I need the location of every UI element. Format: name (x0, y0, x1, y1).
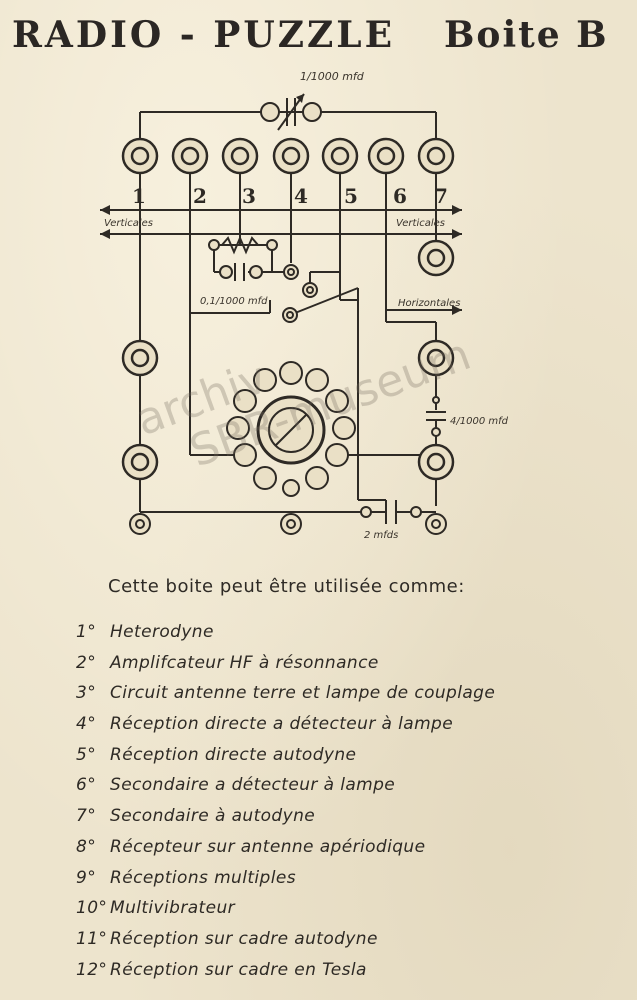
list-item-text: Réception directe autodyne (110, 744, 357, 765)
terminal-number-6: 6 (393, 184, 407, 208)
verticales-right-label: Verticales (396, 218, 445, 229)
capacitor-top-label: 1/1000 mfd (300, 70, 365, 83)
capacitor-mid-label: 0,1/1000 mfd (200, 296, 268, 307)
list-item-text: Secondaire a détecteur à lampe (110, 775, 396, 796)
list-item-number: 1° (76, 622, 97, 642)
list-item-number: 10° (76, 898, 108, 919)
terminal-number-5: 5 (344, 184, 358, 208)
uses-list: 1° Heterodyne 2° Amplifcateur HF à résonna… (76, 622, 495, 990)
terminal-number-7: 7 (434, 184, 448, 208)
list-item-text: Multivibrateur (110, 898, 236, 919)
list-item: 4° Réception directe a détecteur à lampe (76, 714, 495, 745)
list-item-number: 9° (76, 867, 97, 888)
variable-capacitor-icon (260, 93, 322, 131)
box-label: Boite B (444, 14, 609, 56)
list-item-text: Réception sur cadre autodyne (110, 928, 378, 949)
list-item-number: 4° (76, 714, 97, 735)
list-item-number: 3° (76, 683, 97, 704)
list-item: 8° Récepteur sur antenne apériodique (76, 837, 495, 868)
list-item-text: Réception sur cadre en Tesla (110, 959, 367, 980)
list-item-text: Circuit antenne terre et lampe de coupla… (110, 683, 496, 704)
horizontales-label: Horizontales (398, 298, 460, 309)
list-item: 2° Amplifcateur HF à résonnance (76, 653, 495, 684)
list-item-number: 2° (76, 652, 97, 673)
terminal-number-3: 3 (242, 184, 256, 208)
list-item: 10°Multivibrateur (76, 898, 495, 929)
circuit-diagram: 1 2 3 4 5 6 7 1/1000 mfd Verticales Vert… (100, 70, 509, 541)
list-item: 9° Réceptions multiples (76, 868, 495, 899)
list-item-number: 7° (76, 806, 97, 827)
capacitor-right-label: 4/1000 mfd (450, 416, 509, 427)
list-item-text: Amplifcateur HF à résonnance (110, 652, 379, 673)
list-item-number: 12° (76, 959, 108, 980)
list-item: 11°Réception sur cadre autodyne (76, 929, 495, 960)
list-item-text: Heterodyne (110, 622, 214, 642)
list-item-number: 11° (76, 928, 108, 949)
list-item-text: Réceptions multiples (110, 867, 296, 888)
valve-socket-icon (226, 361, 356, 497)
list-item-text: Réception directe a détecteur à lampe (110, 714, 454, 735)
list-item: 6° Secondaire a détecteur à lampe (76, 775, 495, 806)
list-item-number: 6° (76, 775, 97, 796)
terminal-number-1: 1 (132, 184, 146, 208)
terminal-number-4: 4 (294, 184, 308, 208)
capacitor-bottom-label: 2 mfds (364, 530, 398, 541)
verticales-left-label: Verticales (104, 218, 153, 229)
list-item-text: Récepteur sur antenne apériodique (110, 836, 426, 857)
list-item: 1° Heterodyne (76, 622, 495, 653)
list-item-number: 5° (76, 744, 97, 765)
list-item: 3° Circuit antenne terre et lampe de coup… (76, 683, 495, 714)
terminal-number-2: 2 (193, 184, 207, 208)
list-item: 12°Réception sur cadre en Tesla (76, 960, 495, 991)
list-item: 7° Secondaire à autodyne (76, 806, 495, 837)
list-item-text: Secondaire à autodyne (110, 806, 316, 827)
list-item-number: 8° (76, 836, 97, 857)
list-item: 5° Réception directe autodyne (76, 745, 495, 776)
page-title: RADIO - PUZZLE (12, 14, 396, 56)
intro-text: Cette boite peut être utilisée comme: (108, 576, 465, 597)
